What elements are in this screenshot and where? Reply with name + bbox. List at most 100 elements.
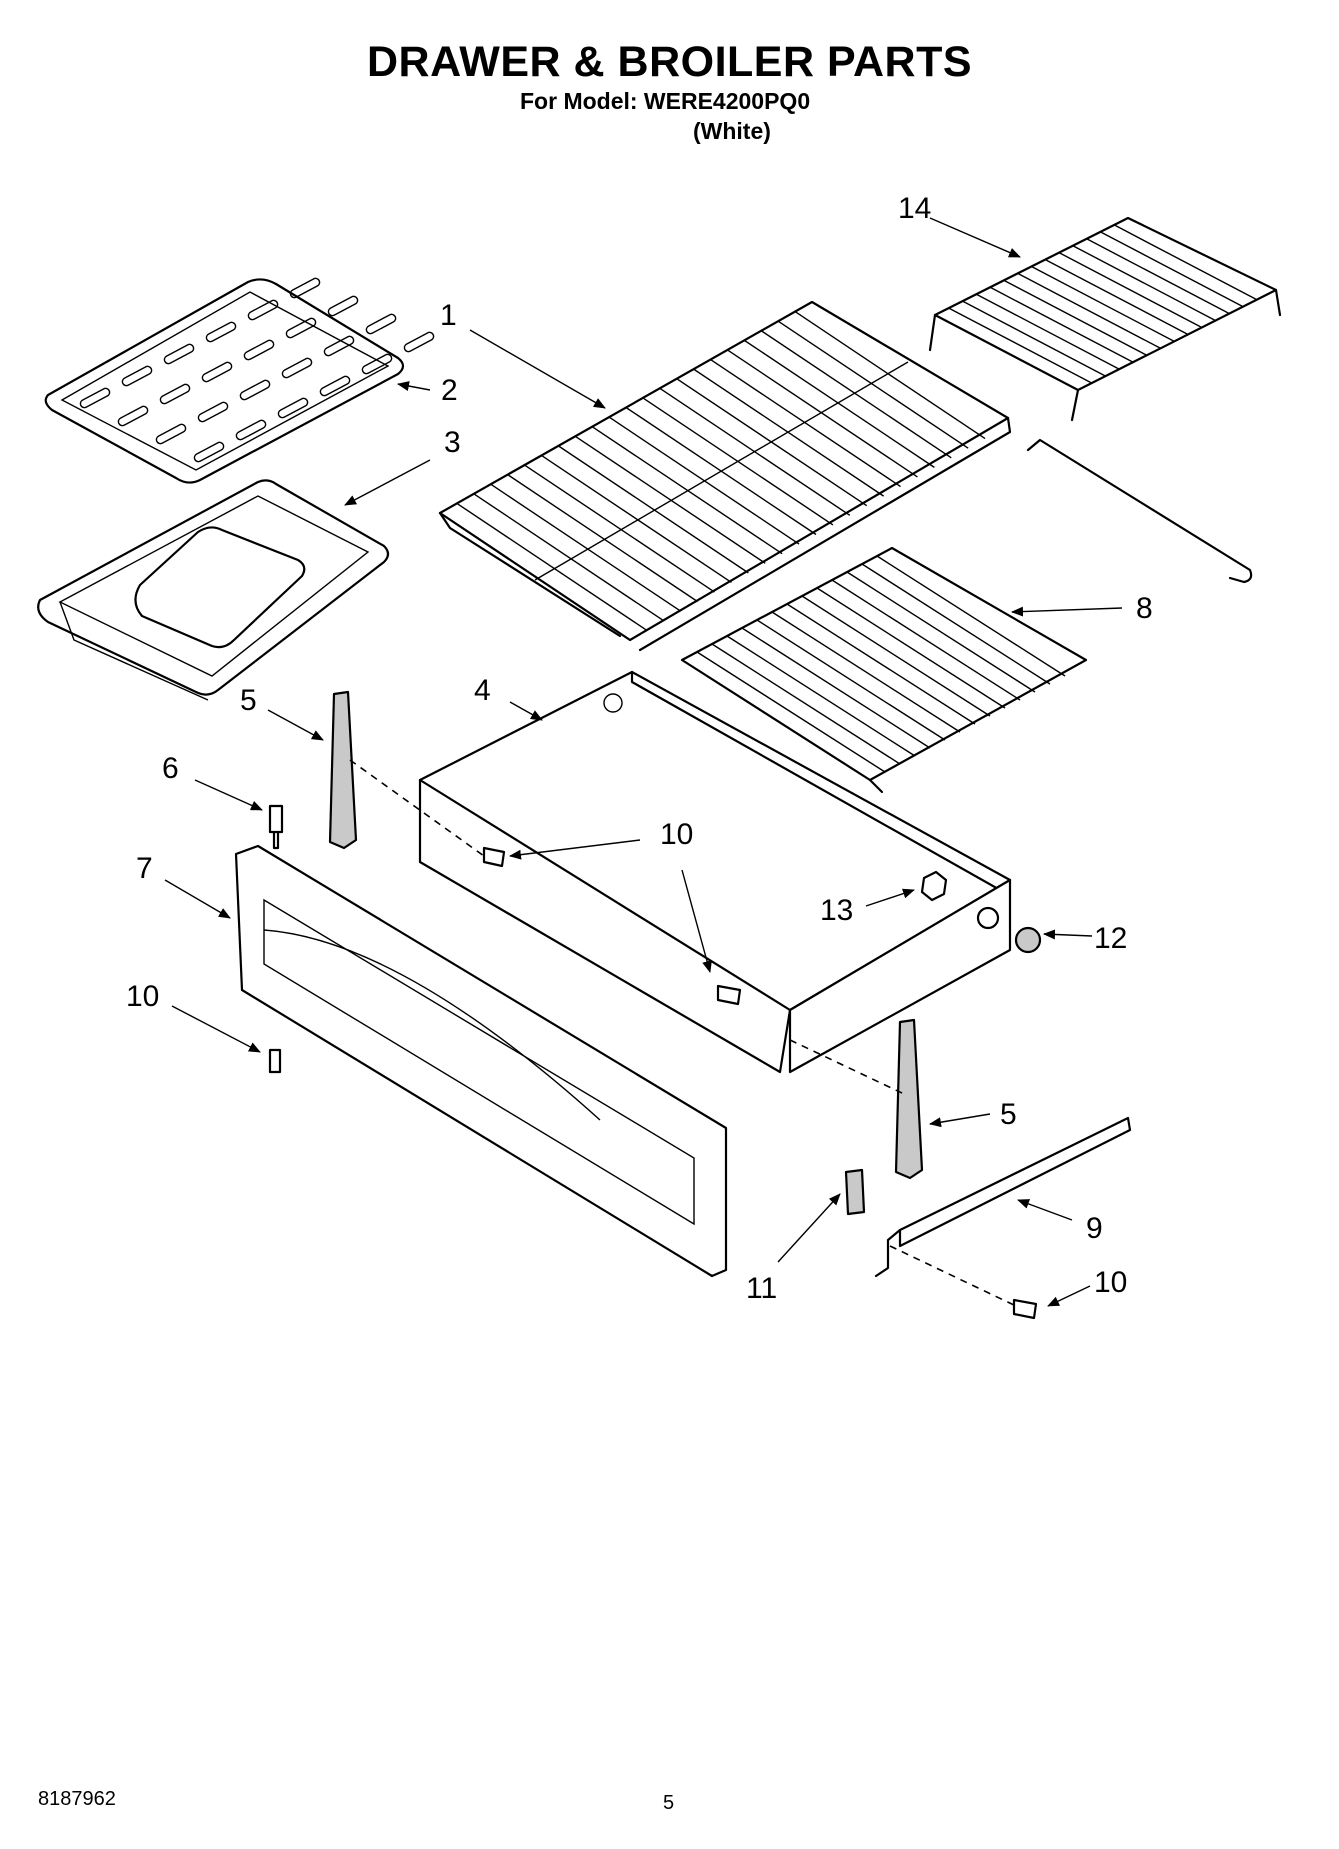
color-variant: (White) (693, 118, 771, 144)
rack-wire (574, 435, 766, 564)
rack-wire (1100, 231, 1244, 308)
model-line: For Model: WERE4200PQ0 (520, 88, 811, 114)
alignment-line (789, 1039, 905, 1095)
grid-slot (327, 295, 359, 317)
grid-slot (239, 379, 271, 401)
rack-wire (507, 474, 699, 603)
rack-wire (962, 300, 1106, 377)
grid-slot (243, 339, 275, 361)
callout-7: 7 (136, 852, 153, 885)
nut-part-13 (920, 870, 948, 902)
oven-rack (438, 300, 1012, 652)
rack-wire (710, 358, 901, 488)
grid-slot (117, 405, 149, 427)
rack-wire (1113, 224, 1258, 301)
broiler-rack-wires (696, 555, 1066, 773)
broiler-rack (680, 438, 1253, 794)
rack-wire (727, 349, 918, 478)
rack-wire (771, 611, 961, 733)
broiler-pan (37, 479, 390, 701)
rack-wire (816, 587, 1006, 709)
rack-divider (534, 361, 909, 581)
callout-11: 11 (746, 1272, 777, 1305)
broiler-grid-slots (79, 277, 435, 463)
document-number: 8187962 (38, 1788, 116, 1810)
rack-wire (976, 293, 1120, 370)
screw-10-left (268, 1048, 282, 1074)
grid-slot (155, 423, 187, 445)
callout-10-drawer: 10 (660, 818, 693, 851)
grid-slot (159, 383, 191, 405)
screw-10-drawer-b (716, 984, 742, 1006)
callout-2: 2 (441, 374, 458, 407)
grid-slot (197, 401, 229, 423)
rack-wire (794, 311, 986, 440)
callout-10-left: 10 (126, 980, 159, 1013)
callout-5-left: 5 (240, 684, 257, 717)
screw-10-drawer-a (482, 846, 506, 868)
drawer-rail (874, 1116, 1132, 1278)
drawer-slide-right (894, 1018, 924, 1180)
broiler-pan-grid (44, 277, 435, 484)
grid-slot (403, 331, 435, 353)
wire-rack-insert-wires (948, 224, 1258, 384)
rack-wire (756, 619, 946, 741)
rack-wire (1058, 252, 1203, 329)
rack-wire (696, 651, 886, 773)
grid-slot (163, 343, 195, 365)
wire-rack-insert (928, 216, 1282, 422)
callout-13: 13 (820, 894, 853, 927)
grid-slot (289, 277, 321, 299)
rack-wire (760, 330, 952, 459)
callout-12: 12 (1094, 922, 1127, 955)
rack-wire (1086, 238, 1230, 315)
rack-wire (801, 595, 991, 717)
screw-10-bottom (1012, 1298, 1038, 1320)
rack-wire (490, 483, 682, 612)
rack-wire (541, 454, 732, 584)
rack-wire (473, 493, 665, 622)
callout-6: 6 (162, 752, 179, 785)
rack-wire (948, 307, 1093, 384)
rack-wire (1044, 258, 1189, 336)
grid-slot (205, 321, 237, 343)
screw-part-6 (268, 804, 284, 850)
oven-rack-wires (456, 311, 986, 631)
rack-wire (846, 571, 1036, 693)
rack-wire (1017, 272, 1162, 350)
rack-wire (711, 643, 901, 765)
grid-slot (285, 317, 317, 339)
rack-wire (591, 426, 783, 555)
rack-wire (726, 635, 916, 757)
callout-14: 14 (898, 192, 931, 225)
rack-wire (693, 368, 885, 497)
rack-wire (1003, 279, 1148, 356)
rack-wire (557, 445, 749, 574)
rack-wire (831, 579, 1021, 701)
alignment-line (889, 1245, 1017, 1307)
callout-5-right: 5 (1000, 1098, 1017, 1131)
grid-slot (193, 441, 225, 463)
rack-wire (777, 320, 969, 449)
grid-slot (247, 299, 279, 321)
alignment-line (349, 759, 485, 857)
callout-8: 8 (1136, 592, 1153, 625)
callout-1: 1 (440, 299, 457, 332)
leader-arrows (164, 217, 1123, 1307)
grid-slot (319, 375, 351, 397)
grid-slot (281, 357, 313, 379)
rack-wire (989, 286, 1134, 363)
rack-wire (876, 555, 1066, 677)
callout-10-bottom: 10 (1094, 1266, 1127, 1299)
drawer-front-panel (234, 844, 728, 1278)
callout-9: 9 (1086, 1212, 1103, 1245)
bracket-part-11 (844, 1168, 866, 1216)
grid-slot (79, 387, 111, 409)
grid-slot (323, 335, 355, 357)
rack-wire (861, 563, 1051, 685)
rack-wire (1031, 265, 1175, 343)
rack-wire (1072, 245, 1217, 322)
grid-slot (277, 397, 309, 419)
rack-wire (456, 502, 648, 631)
